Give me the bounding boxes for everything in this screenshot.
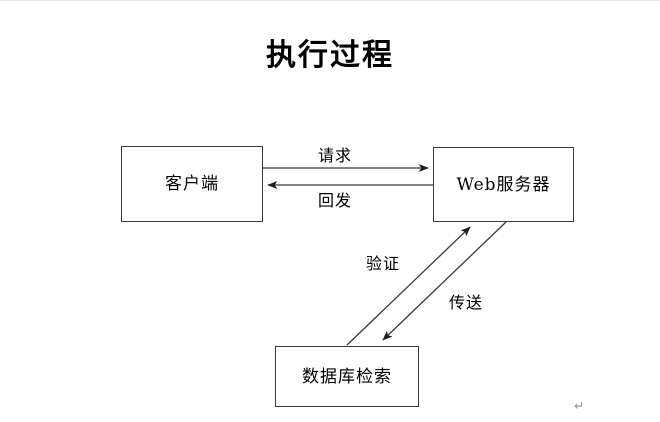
edge-label-request: 请求 [318, 146, 353, 165]
connector-transmit [382, 221, 507, 341]
edge-label-verify: 验证 [366, 254, 401, 273]
edge-label-transmit: 传送 [449, 293, 484, 312]
node-client-label: 客户端 [165, 174, 219, 194]
page-title: 执行过程 [266, 38, 394, 73]
edge-label-postback: 回发 [318, 191, 353, 210]
paragraph-return-mark: ↵ [574, 399, 585, 413]
node-webserver[interactable]: Web服务器 [433, 147, 574, 222]
node-webserver-label: Web服务器 [456, 174, 551, 195]
connector-verify [346, 226, 471, 346]
node-database-label: 数据库检索 [302, 366, 392, 387]
node-client[interactable]: 客户端 [121, 146, 263, 222]
node-database[interactable]: 数据库检索 [275, 346, 419, 407]
